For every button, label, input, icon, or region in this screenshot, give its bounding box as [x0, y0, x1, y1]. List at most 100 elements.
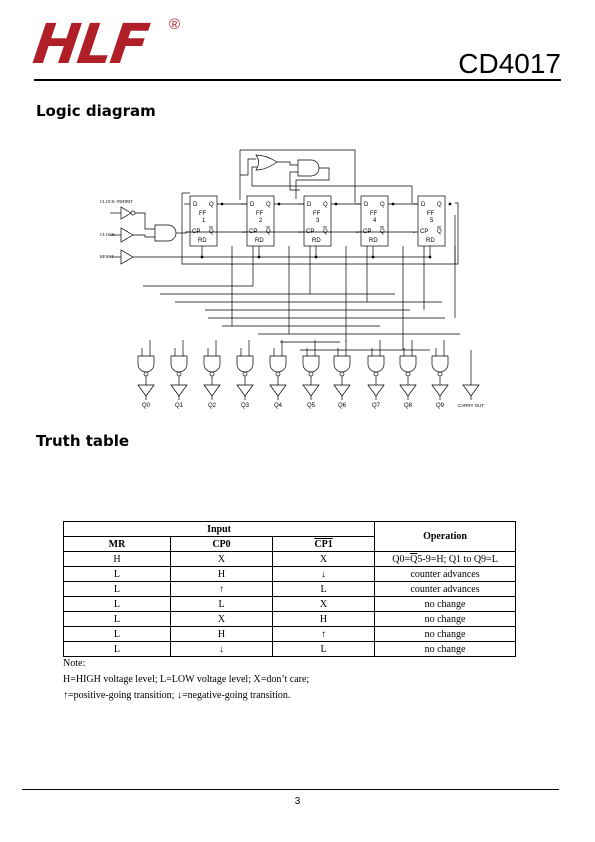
input-label-reset: RESET: [100, 254, 114, 259]
note-line-1: H=HIGH voltage level; L=LOW voltage leve…: [63, 674, 310, 685]
ff-d-label: D: [193, 202, 198, 208]
operation-cell: no change: [374, 641, 516, 657]
ff-q-label: Q: [266, 202, 271, 208]
operation-cell: no change: [374, 626, 516, 642]
output-stage-8: Q8: [399, 340, 417, 409]
table-cell: X: [272, 551, 376, 567]
table-cell: H: [272, 611, 376, 627]
table-cell: L: [169, 596, 274, 612]
ff-rd-label: RD: [312, 238, 321, 244]
ff-number-label: 1: [202, 218, 206, 224]
table-cell: L: [63, 626, 171, 642]
input-label-clock: CLOCK: [100, 232, 116, 237]
output-stage-7: Q7: [367, 340, 385, 409]
output-label-q9: Q9: [436, 403, 445, 409]
table-cell: L: [272, 581, 376, 597]
ff-number-label: 3: [316, 218, 320, 224]
output-stage-1: Q1: [170, 340, 188, 409]
output-stage-0: Q0: [137, 340, 155, 409]
ff-cp-label: CP: [420, 229, 428, 235]
output-stage-6: Q6: [333, 340, 351, 409]
operation-cell: counter advances: [374, 566, 516, 582]
table-cell: X: [169, 551, 274, 567]
page-number: 3: [294, 796, 301, 807]
ff-qbar-label: Q: [437, 229, 442, 235]
output-stage-3: Q3: [236, 340, 254, 409]
output-stage-10: CARRY OUT: [458, 350, 484, 408]
note-line-2: ↑=positive-going transition; ↓=negative-…: [63, 690, 291, 701]
output-label-q2: Q2: [208, 403, 217, 409]
col-header-cp1: CP1: [272, 536, 376, 552]
ff-number-label: 2: [259, 218, 263, 224]
input-group-header: Input: [62, 521, 376, 537]
table-cell: ↑: [169, 581, 274, 597]
input-and-gate: [154, 224, 177, 242]
col-header-cp0: CP0: [169, 536, 274, 552]
header-rule: [34, 79, 561, 81]
table-cell: L: [63, 641, 171, 657]
ff-q-label: Q: [323, 202, 328, 208]
output-label-q3: Q3: [241, 403, 250, 409]
ff-number-label: 5: [430, 218, 434, 224]
operation-cell: no change: [374, 611, 516, 627]
table-cell: L: [63, 581, 171, 597]
ff-name-label: FF: [370, 211, 378, 217]
table-cell: H: [63, 551, 171, 567]
ff-number-label: 4: [373, 218, 377, 224]
output-stage-4: Q4: [269, 340, 287, 409]
ff-q-label: Q: [209, 202, 214, 208]
table-cell: ↓: [169, 641, 274, 657]
input-label-clock-inhibit: CLOCK INHIBIT: [100, 199, 133, 204]
ff-name-label: FF: [427, 211, 435, 217]
ff-rd-label: RD: [255, 238, 264, 244]
note-title: Note:: [63, 658, 86, 669]
table-cell: X: [272, 596, 376, 612]
registered-mark: ®: [169, 16, 181, 33]
ff-q-label: Q: [437, 202, 442, 208]
operation-header: Operation: [374, 521, 516, 552]
output-stage-2: Q2: [203, 340, 221, 409]
part-number: CD4017: [458, 48, 561, 79]
clock-buffer: [120, 227, 134, 243]
top-and-gate: [297, 159, 320, 177]
ff-rd-label: RD: [426, 238, 435, 244]
ff-q-label: Q: [380, 202, 385, 208]
ff-d-label: D: [307, 202, 312, 208]
ff-rd-label: RD: [198, 238, 207, 244]
output-label-q7: Q7: [372, 403, 381, 409]
table-cell: ↓: [272, 566, 376, 582]
ff-name-label: FF: [313, 211, 321, 217]
table-cell: X: [169, 611, 274, 627]
top-or-gate: [255, 154, 278, 171]
table-cell: H: [169, 566, 274, 582]
col-header-mr: MR: [63, 536, 171, 552]
reset-buffer: [120, 249, 134, 265]
ff-rd-label: RD: [369, 238, 378, 244]
output-label-q4: Q4: [274, 403, 283, 409]
table-cell: L: [63, 596, 171, 612]
output-label-q0: Q0: [142, 403, 151, 409]
ff-d-label: D: [250, 202, 255, 208]
operation-cell: counter advances: [374, 581, 516, 597]
output-stage-9: Q9: [431, 340, 449, 409]
ff-d-label: D: [364, 202, 369, 208]
output-label-q5: Q5: [307, 403, 316, 409]
clock-inhibit-buffer: [120, 206, 132, 220]
table-cell: L: [63, 566, 171, 582]
operation-cell: no change: [374, 596, 516, 612]
table-cell: L: [63, 611, 171, 627]
table-cell: L: [272, 641, 376, 657]
output-label-q1: Q1: [175, 403, 184, 409]
